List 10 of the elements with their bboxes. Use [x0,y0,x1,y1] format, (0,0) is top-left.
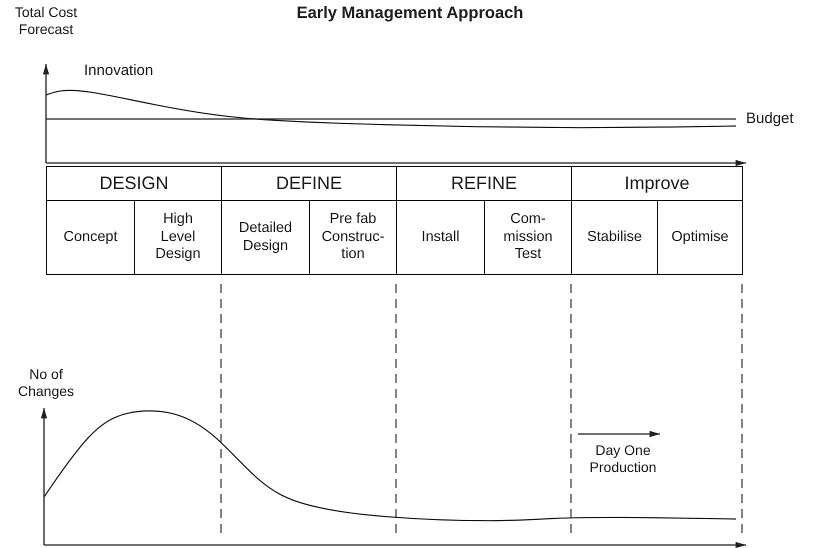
title: Early Management Approach [296,4,524,24]
phase-cell: Improve [571,166,743,201]
curve-label: Innovation [84,62,154,80]
y-axis-label: No of Changes [16,366,76,400]
stage-cell: Concept [46,200,135,275]
y-axis-label: Total Cost Forecast [14,4,78,38]
line-label: Budget [746,110,795,128]
annotation: Day One Production [588,442,658,476]
stage-cell: Optimise [657,200,743,275]
phase-cell: DESIGN [46,166,222,201]
